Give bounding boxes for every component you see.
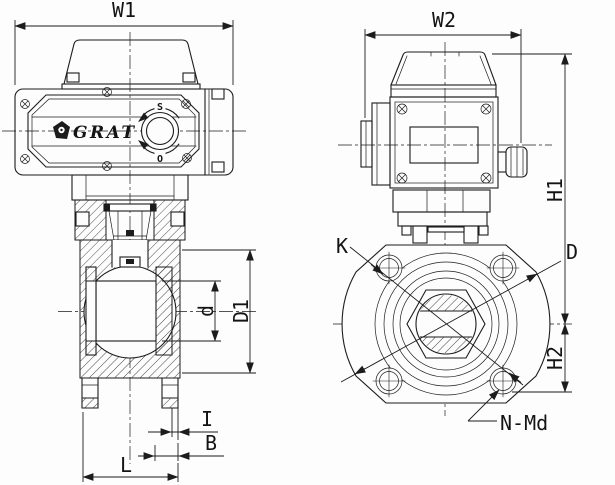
dim-label-i: I [201, 407, 213, 431]
front-view: GRAT S O [2, 0, 257, 482]
dim-label-w2: W2 [432, 8, 456, 32]
dim-w2: W2 [364, 8, 522, 143]
screw-icon [480, 103, 492, 115]
dim-i: I [148, 407, 218, 440]
dim-h1: H1 [492, 53, 572, 325]
bolt-hole [372, 364, 406, 398]
valve-body-section [79, 239, 181, 379]
screw-icon [396, 172, 408, 184]
dim-label-d-outer: D [566, 240, 578, 264]
dim-label-h1: H1 [543, 178, 567, 202]
mounting-bracket [71, 174, 189, 201]
cable-gland [497, 146, 528, 178]
dim-label-n-md: N-Md [500, 411, 548, 435]
bore-circle [415, 293, 477, 355]
dim-k: K [336, 234, 524, 386]
brand-logo-icon [53, 121, 70, 139]
indicator-open-label: O [157, 154, 163, 165]
dim-label-l: L [120, 453, 132, 477]
actuator-dome [61, 39, 201, 90]
indicator-arrow-shut-icon [138, 112, 149, 122]
cover-screws [20, 87, 192, 171]
stem-hex [406, 289, 486, 359]
screw-icon [182, 153, 192, 163]
dim-n-md: N-Md [467, 389, 548, 435]
mounting-bracket [392, 189, 491, 244]
dim-l: L [82, 412, 179, 482]
bore [95, 280, 157, 342]
indicator-dial: S O [138, 102, 180, 165]
dim-d-outer: D [340, 240, 578, 383]
bolt-hole [486, 251, 520, 285]
seat-retainer [155, 266, 173, 356]
screw-icon [102, 87, 112, 97]
valve-stem [103, 203, 157, 241]
dim-h2: H2 [512, 323, 572, 393]
screw-icon [102, 161, 112, 171]
flange-legs [81, 377, 179, 409]
actuator-body [389, 96, 499, 189]
dim-label-w1: W1 [112, 0, 136, 22]
brand-name: GRAT [73, 123, 137, 143]
bore-section-hatch [417, 295, 475, 353]
dim-d: d [162, 280, 221, 342]
screw-icon [396, 103, 408, 115]
dim-b: B [138, 431, 224, 461]
cover-screws [396, 103, 492, 184]
bolt-holes [372, 251, 520, 398]
screw-icon [20, 99, 30, 109]
dim-w1: W1 [14, 0, 234, 85]
side-view: W2 H1 H2 K D [333, 8, 578, 435]
indicator-shut-label: S [157, 102, 163, 113]
dim-d1: D1 [182, 249, 256, 374]
actuator-dome [390, 51, 497, 98]
dim-label-b: B [205, 431, 217, 455]
dim-label-k: K [336, 234, 348, 258]
screw-icon [20, 154, 30, 164]
motor-housing [360, 102, 391, 186]
dim-label-d1: D1 [229, 299, 253, 323]
yoke-section [74, 199, 186, 241]
screw-icon [480, 172, 492, 184]
screw-icon [181, 99, 191, 109]
indicator-arrow-open-icon [138, 140, 149, 150]
nameplate [409, 126, 479, 164]
dim-label-d: d [194, 305, 218, 317]
dim-label-h2: H2 [543, 346, 567, 370]
